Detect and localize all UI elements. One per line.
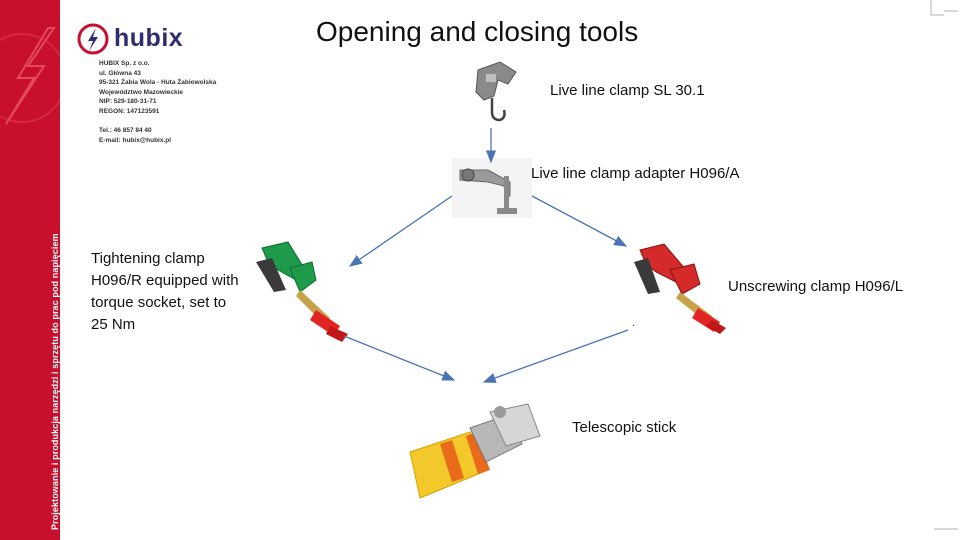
address-line: REGON: 147123591 (99, 107, 160, 115)
clamp-label: Live line clamp SL 30.1 (550, 82, 705, 99)
live-line-clamp-image (475, 61, 517, 122)
unscrewing-label: Unscrewing clamp H096/L (728, 278, 904, 295)
address-line: ul. Główna 43 (99, 69, 141, 77)
clamp-adapter-image (452, 158, 532, 218)
arrow-tightening-to-stick (343, 335, 456, 381)
tightening-clamp-image (256, 241, 348, 342)
company-logo: hubix (76, 22, 206, 58)
arrow-adapter-to-unscrewing (531, 195, 628, 247)
telescopic-stick-image (409, 403, 541, 499)
adapter-label: Live line clamp adapter H096/A (531, 165, 740, 182)
lightning-bolt-icon (0, 27, 60, 125)
logo-wordmark: hubix (114, 24, 184, 52)
corner-decoration-top-line (944, 10, 958, 18)
company-address: HUBIX Sp. z o.o. ul. Główna 43 95-321 Ża… (99, 59, 216, 145)
corner-decoration-bottom (934, 528, 958, 540)
unscrewing-clamp-image (634, 243, 726, 334)
address-line: Tel.: 46 857 84 40 (99, 127, 152, 135)
arrow-adapter-to-tightening (348, 195, 453, 267)
brand-sidebar: Projektowanie i produkcja narzędzi i spr… (0, 0, 60, 540)
arrow-unscrewing-to-stick (482, 329, 629, 383)
stray-dot: . (632, 318, 635, 329)
stick-label: Telescopic stick (572, 419, 677, 436)
tightening-label: Tightening clamp H096/R equipped with to… (91, 250, 239, 333)
corner-decoration-top (930, 0, 944, 16)
address-line: NIP: 529-180-31-71 (99, 98, 157, 106)
logo-bolt-icon (77, 23, 109, 55)
address-line: HUBIX Sp. z o.o. (99, 60, 150, 67)
address-line: E-mail: hubix@hubix.pl (99, 136, 172, 144)
slide-title: Opening and closing tools (316, 16, 639, 47)
address-line: Województwo Mazowieckie (99, 88, 184, 96)
address-line: 95-321 Żabia Wola - Huta Żabiowolska (99, 79, 217, 87)
